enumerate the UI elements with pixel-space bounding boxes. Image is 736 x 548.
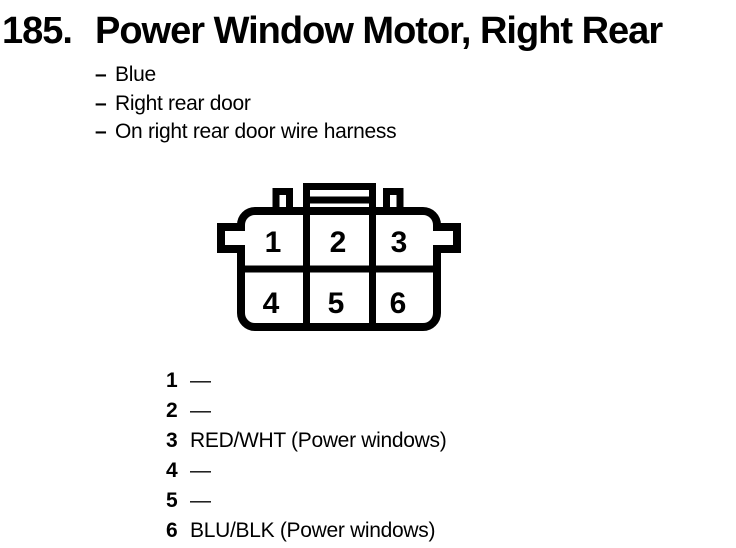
dash-marker: – [95, 91, 107, 115]
pin-wire: — [190, 369, 211, 392]
dash-marker: – [95, 120, 107, 143]
dash-marker: – [95, 63, 107, 86]
pin-cell-number: 1 [265, 226, 282, 259]
note-text: Right rear door [115, 91, 251, 115]
pin-number: 5 [166, 489, 178, 512]
connector-face-svg: 1 2 3 4 5 6 [217, 183, 461, 331]
pin-list-row: 2 — [166, 396, 446, 426]
note-line: – On right rear door wire harness [95, 118, 397, 147]
pin-assignment-list: 1 — 2 — 3 RED/WHT (Power windows) 4 — 5 … [166, 366, 447, 546]
note-line: – Blue [95, 61, 396, 90]
note-line: – Right rear door [95, 90, 396, 119]
pin-wire: — [190, 399, 211, 422]
pin-wire: — [190, 489, 211, 512]
pin-number: 3 [166, 429, 178, 452]
note-text: On right rear door wire harness [115, 120, 397, 143]
pin-list-row: 6 BLU/BLK (Power windows) [166, 516, 446, 546]
page-title: Power Window Motor, Right Rear [95, 10, 663, 52]
pin-cell-number: 3 [391, 226, 408, 259]
pin-list-row: 5 — [166, 486, 446, 516]
pin-number: 6 [166, 519, 178, 542]
pin-cell-number: 5 [328, 287, 345, 320]
component-notes: – Blue – Right rear door – On right rear… [95, 61, 397, 147]
pin-cell-number: 2 [330, 226, 347, 259]
pin-number: 1 [166, 369, 178, 392]
pin-cell-number: 4 [263, 287, 280, 320]
pin-wire: RED/WHT (Power windows) [190, 429, 447, 452]
pin-cell-number: 6 [390, 287, 407, 320]
note-text: Blue [115, 63, 156, 86]
top-tab-right [383, 188, 404, 215]
pin-wire: — [190, 459, 211, 482]
pin-number: 2 [166, 399, 178, 422]
item-number: 185. [2, 10, 73, 52]
pin-list-row: 3 RED/WHT (Power windows) [166, 426, 447, 456]
pin-list-row: 4 — [166, 456, 446, 486]
connector-diagram: 1 2 3 4 5 6 [195, 175, 485, 345]
pin-list-row: 1 — [166, 366, 446, 396]
pin-number: 4 [166, 459, 178, 482]
top-tab-left [272, 188, 293, 215]
pin-wire: BLU/BLK (Power windows) [190, 519, 436, 542]
